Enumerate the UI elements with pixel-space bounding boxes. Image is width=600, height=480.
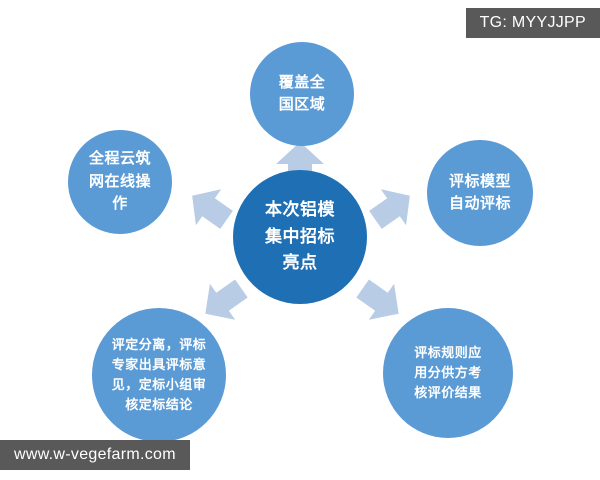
arrow-up-right-to-right-node [362, 182, 420, 236]
arrow-up-left-to-left-node [182, 182, 240, 236]
node-left-label: 全程云筑 网在线操 作 [88, 150, 151, 213]
node-bottom-right-label: 评标规则应 用分供方考 核评价结果 [414, 344, 482, 401]
arrow-down-left-to-bottom-left-node [196, 272, 254, 328]
hub-center-node[interactable]: 本次铝模 集中招标 亮点 [233, 170, 367, 304]
watermark-top-right: TG: MYYJJPP [465, 8, 600, 38]
node-left-online-platform[interactable]: 全程云筑 网在线操 作 [68, 130, 172, 234]
node-bottom-left-label: 评定分离，评标 专家出具评标意 见，定标小组审 核定标结论 [111, 336, 207, 413]
node-bottom-left-separation[interactable]: 评定分离，评标 专家出具评标意 见，定标小组审 核定标结论 [92, 308, 226, 442]
arrow-down-right-to-bottom-right-node [350, 272, 408, 328]
node-top-coverage[interactable]: 覆盖全 国区域 [250, 42, 354, 146]
hub-label: 本次铝模 集中招标 亮点 [265, 200, 335, 273]
node-bottom-right-supplier-review[interactable]: 评标规则应 用分供方考 核评价结果 [383, 308, 513, 438]
node-right-label: 评标模型 自动评标 [448, 172, 511, 213]
node-right-auto-evaluation[interactable]: 评标模型 自动评标 [427, 140, 533, 246]
node-top-label: 覆盖全 国区域 [278, 73, 326, 114]
watermark-bottom-left: www.w-vegefarm.com [0, 440, 190, 470]
